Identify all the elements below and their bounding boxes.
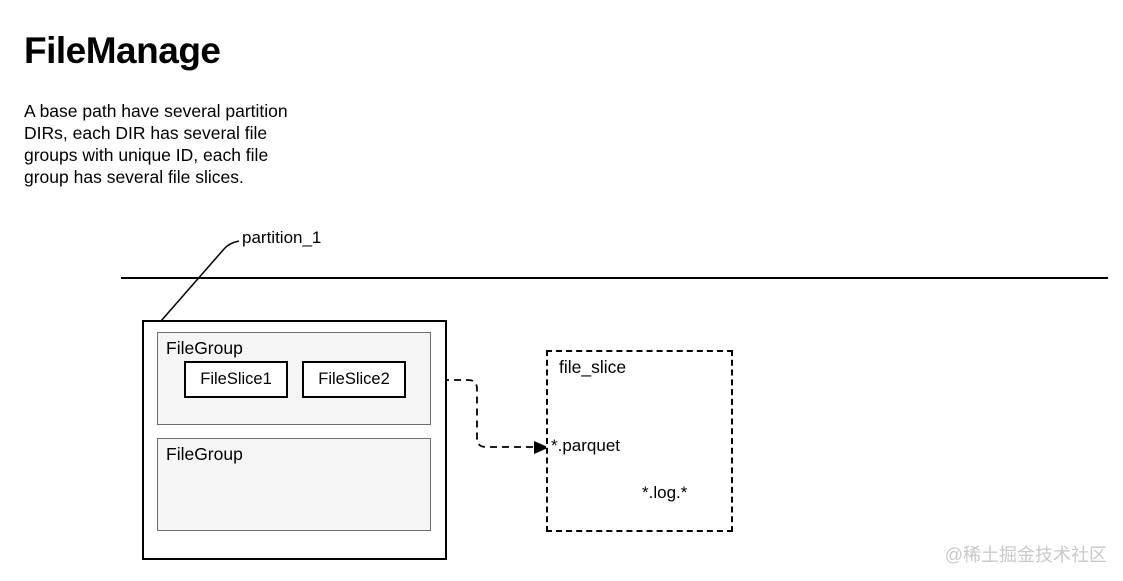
file-slice-detail-box: file_slice: [546, 350, 733, 532]
partition-box: FileGroup FileSlice1 FileSlice2 FileGrou…: [142, 320, 447, 560]
log-label: *.log.*: [642, 483, 688, 502]
partition-label: partition_1: [242, 228, 322, 247]
intro-line: groups with unique ID, each file: [24, 145, 269, 165]
intro-line: group has several file slices.: [24, 167, 244, 187]
intro-text: A base path have several partition DIRs,…: [24, 100, 288, 188]
fileslice-box: FileSlice2: [302, 361, 406, 398]
filegroup-box: FileGroup FileSlice1 FileSlice2: [157, 332, 431, 425]
partition-leader-line: [160, 240, 240, 322]
intro-line: DIRs, each DIR has several file: [24, 123, 268, 143]
parquet-label: *.parquet: [551, 436, 620, 455]
filegroup-label: FileGroup: [166, 338, 243, 358]
fileslice-box: FileSlice1: [184, 361, 288, 398]
page-title: FileManage: [24, 30, 221, 71]
file-slice-label: file_slice: [559, 357, 627, 377]
filegroup-box: FileGroup: [157, 438, 431, 531]
intro-line: A base path have several partition: [24, 101, 288, 121]
watermark: @稀土掘金技术社区: [944, 545, 1107, 565]
filegroup-label: FileGroup: [166, 444, 243, 464]
